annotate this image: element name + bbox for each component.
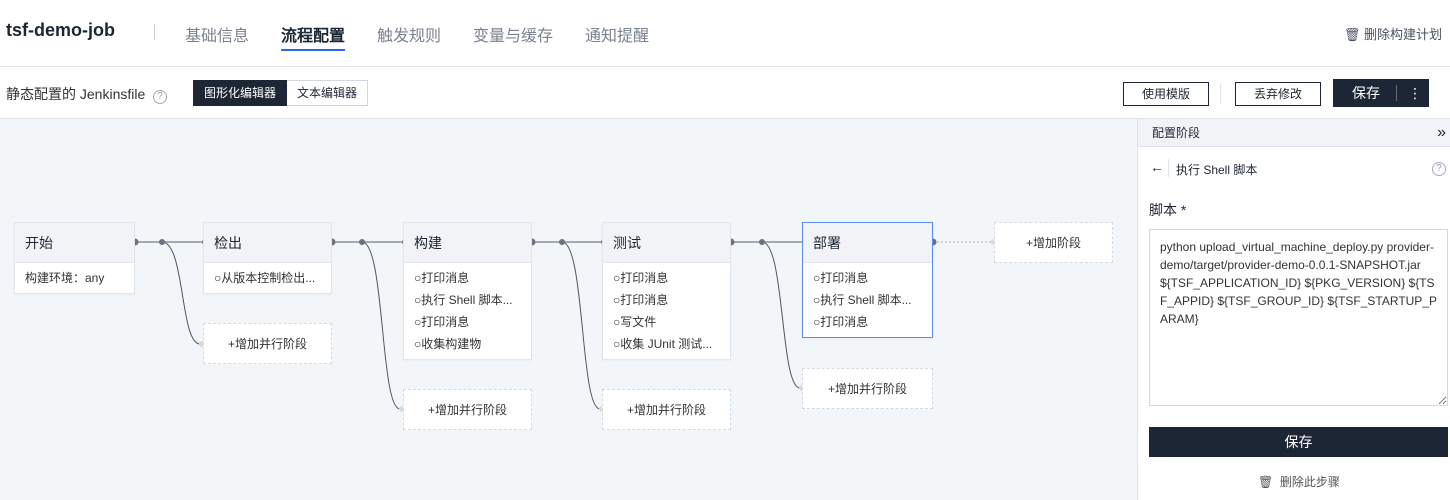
delete-step-label: 删除此步骤 [1279,475,1340,489]
stage-checkout[interactable]: 检出 ○从版本控制检出... [203,222,332,294]
step-item[interactable]: ○打印消息 [813,271,869,285]
stage-title: 测试 [603,223,730,263]
step-item[interactable]: ○打印消息 [414,271,470,285]
delete-step-button[interactable]: 🗑︎ 删除此步骤 [1258,473,1340,490]
save-label: 保存 [1352,85,1380,101]
divider [1220,84,1221,104]
stage-title: 开始 [15,223,134,263]
stage-deploy[interactable]: 部署 ○打印消息 ○执行 Shell 脚本... ○打印消息 [802,222,933,338]
step-item[interactable]: ○打印消息 [414,315,470,329]
step-title: 执行 Shell 脚本 [1176,163,1258,177]
script-label: 脚本 * [1149,202,1187,218]
editor-toolbar: 静态配置的 Jenkinsfile ? 图形化编辑器 文本编辑器 使用模版 丢弃… [0,67,1450,119]
discard-button[interactable]: 丢弃修改 [1235,82,1321,106]
script-textarea[interactable]: python upload_virtual_machine_deploy.py … [1149,229,1448,406]
step-item[interactable]: ○打印消息 [613,293,669,307]
stage-start[interactable]: 开始构建环境：any [14,222,135,294]
add-parallel-stage-button[interactable]: +增加并行阶段 [802,368,933,409]
connector-lines [131,238,997,412]
divider [154,24,155,40]
add-parallel-stage-button[interactable]: +增加并行阶段 [403,389,532,430]
step-item[interactable]: ○执行 Shell 脚本... [414,293,513,307]
trash-icon: 🗑︎ [1343,27,1361,42]
step-item[interactable]: ○打印消息 [813,315,869,329]
tab-notifications[interactable]: 通知提醒 [585,28,650,45]
help-icon[interactable]: ? [153,90,168,104]
stage-item: 构建环境：any [25,271,105,285]
tab-basic-info[interactable]: 基础信息 [185,28,250,45]
tab-variables-cache[interactable]: 变量与缓存 [473,28,554,45]
toolbar-title: 静态配置的 Jenkinsfile [6,86,146,102]
divider [1396,85,1397,101]
stage-title: 构建 [404,223,531,263]
delete-plan-button[interactable]: 🗑︎ 删除构建计划 [1344,24,1442,43]
stage-build[interactable]: 构建 ○打印消息 ○执行 Shell 脚本... ○打印消息 ○收集构建物 [403,222,532,360]
add-stage-button[interactable]: +增加阶段 [994,222,1113,263]
divider [1168,159,1169,177]
add-parallel-stage-button[interactable]: +增加并行阶段 [602,389,731,430]
step-item[interactable]: ○执行 Shell 脚本... [813,293,912,307]
use-template-button[interactable]: 使用模版 [1123,82,1209,106]
more-icon[interactable]: ⋮ [1408,85,1422,101]
top-header: tsf-demo-job 基础信息 流程配置 触发规则 变量与缓存 通知提醒 🗑… [0,0,1450,67]
save-button[interactable]: 保存 ⋮ [1333,79,1429,107]
text-editor-button[interactable]: 文本编辑器 [287,80,369,106]
tab-trigger-rules[interactable]: 触发规则 [377,28,442,45]
collapse-icon[interactable]: » [1437,124,1446,141]
add-parallel-stage-button[interactable]: +增加并行阶段 [203,323,332,364]
panel-save-button[interactable]: 保存 [1149,427,1448,457]
trash-icon: 🗑︎ [1258,475,1274,489]
panel-title: 配置阶段 [1152,126,1201,140]
help-icon[interactable]: ? [1432,162,1446,176]
back-arrow-icon[interactable]: ← [1150,159,1164,175]
stage-title: 检出 [204,223,331,263]
step-item[interactable]: ○收集 JUnit 测试... [613,337,713,351]
stage-test[interactable]: 测试 ○打印消息 ○打印消息 ○写文件 ○收集 JUnit 测试... [602,222,731,360]
step-item[interactable]: ○打印消息 [613,271,669,285]
tab-pipeline-config[interactable]: 流程配置 [281,22,346,51]
config-panel: 配置阶段 » ← 执行 Shell 脚本 ? 脚本 * python upload… [1137,119,1450,500]
delete-plan-label: 删除构建计划 [1363,27,1442,42]
stage-title: 部署 [803,223,932,263]
step-item[interactable]: ○从版本控制检出... [214,271,316,285]
job-name: tsf-demo-job [6,20,115,40]
step-item[interactable]: ○收集构建物 [414,337,482,351]
graph-editor-button[interactable]: 图形化编辑器 [193,80,288,106]
pipeline-canvas: 开始构建环境：any 检出 ○从版本控制检出... 构建 ○打印消息 ○执行 She… [0,119,1137,500]
step-item[interactable]: ○写文件 [613,315,657,329]
